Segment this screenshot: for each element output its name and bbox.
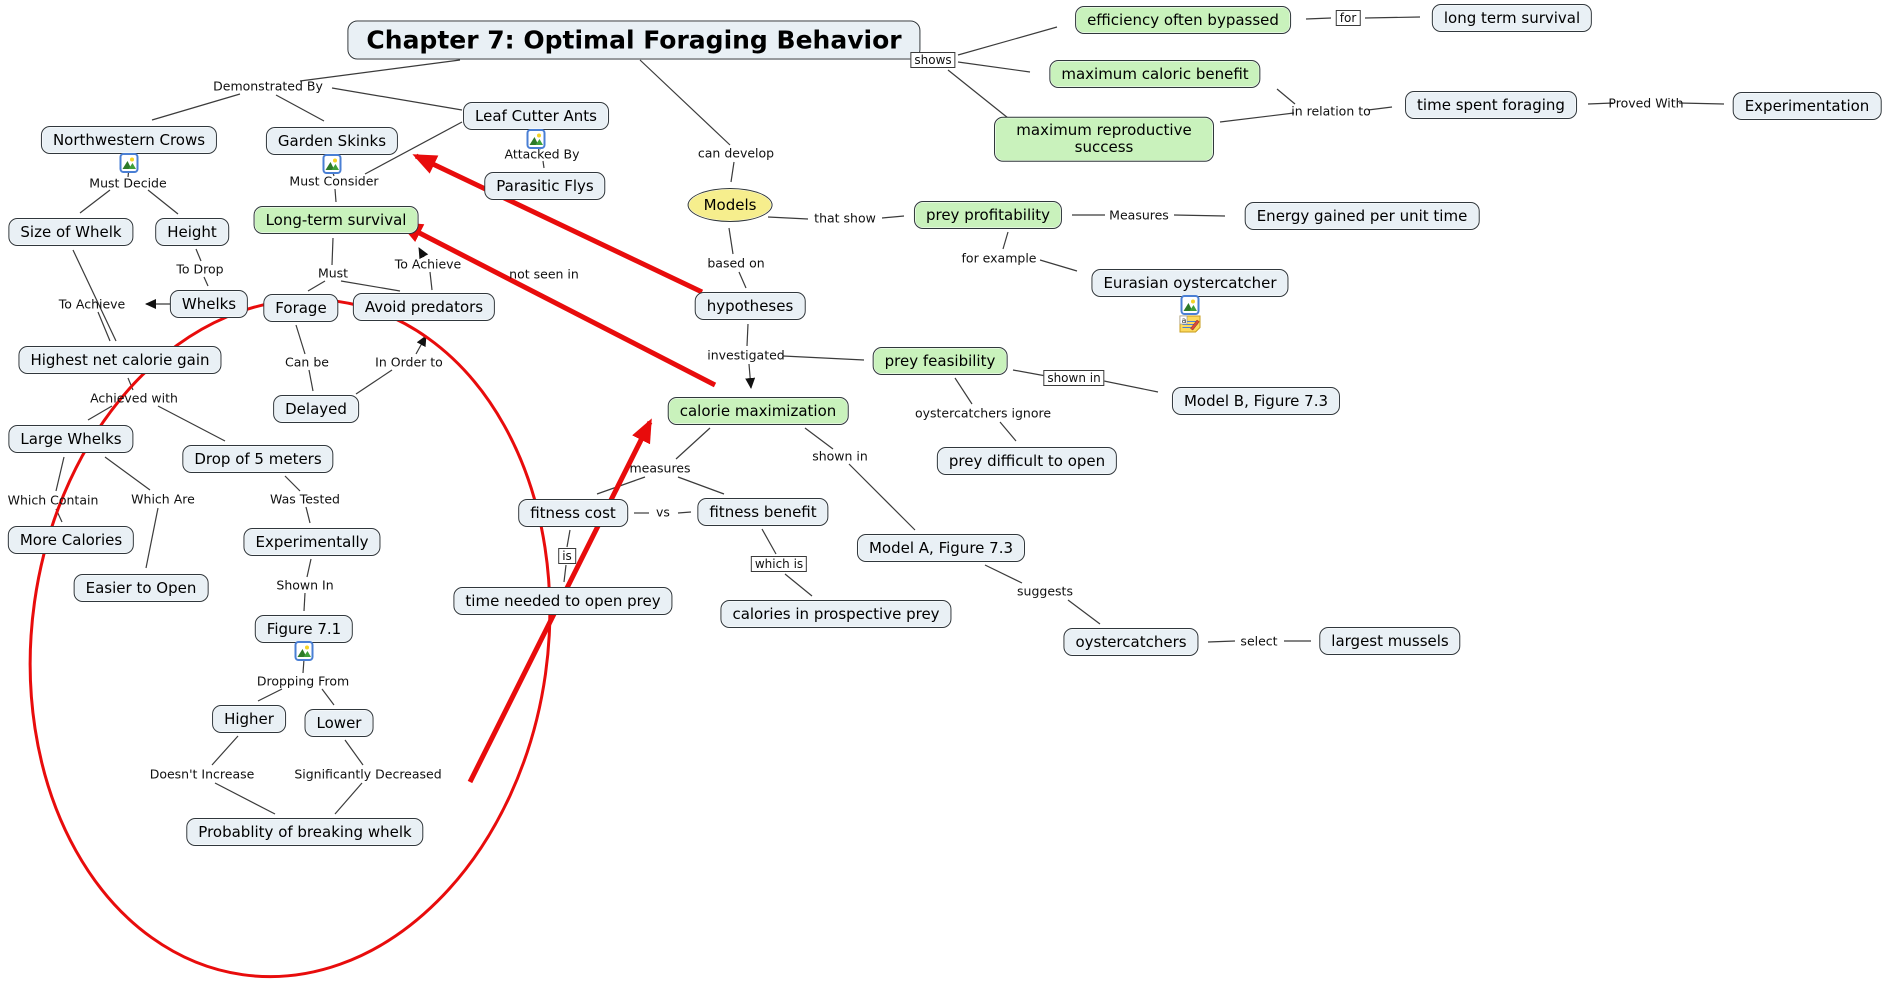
concept-energy-gained-per-unit-time[interactable]: Energy gained per unit time (1244, 202, 1480, 230)
link-label-achieved-with[interactable]: Achieved with (90, 390, 178, 406)
concept-calorie-maximization[interactable]: calorie maximization (667, 397, 849, 425)
image-resource-icon[interactable] (294, 641, 314, 661)
link-label-to-achieve-mid[interactable]: To Achieve (394, 256, 462, 272)
concept-eurasian-oystercatcher[interactable]: Eurasian oystercatcher (1091, 269, 1289, 297)
link-label-for[interactable]: for (1335, 10, 1361, 26)
concept-model-b-figure-7-3[interactable]: Model B, Figure 7.3 (1171, 387, 1341, 415)
link-label-must[interactable]: Must (317, 265, 349, 281)
link-label-oystercatchers-ignore[interactable]: oystercatchers ignore (914, 405, 1052, 421)
concept-easier-to-open[interactable]: Easier to Open (73, 574, 209, 602)
link-label-in-relation-to[interactable]: in relation to (1291, 103, 1371, 119)
concept-fitness-benefit[interactable]: fitness benefit (697, 498, 829, 526)
concept-parasitic-flys[interactable]: Parasitic Flys (484, 172, 606, 200)
link-label-based-on[interactable]: based on (707, 255, 765, 271)
image-resource-icon[interactable] (526, 129, 546, 149)
concept-long-term-survival-right[interactable]: long term survival (1431, 4, 1593, 32)
concept-experimentation[interactable]: Experimentation (1732, 92, 1882, 120)
concept-forage[interactable]: Forage (263, 294, 339, 322)
link-label-shown-in-left[interactable]: Shown In (276, 577, 334, 593)
link-label-is[interactable]: is (558, 548, 576, 564)
image-resource-icon[interactable] (322, 154, 342, 174)
concept-prey-profitability[interactable]: prey profitability (913, 201, 1063, 229)
link-label-to-drop[interactable]: To Drop (176, 261, 224, 277)
link-label-attacked-by[interactable]: Attacked By (504, 146, 580, 162)
concept-whelks[interactable]: Whelks (169, 290, 249, 318)
concept-prey-difficult-to-open[interactable]: prey difficult to open (936, 447, 1118, 475)
concept-efficiency-often-bypassed[interactable]: efficiency often bypassed (1075, 6, 1291, 34)
link-label-which-are[interactable]: Which Are (131, 491, 195, 507)
link-label-in-order-to[interactable]: In Order to (375, 354, 443, 370)
link-label-must-consider[interactable]: Must Consider (289, 173, 379, 189)
link-label-was-tested[interactable]: Was Tested (270, 491, 340, 507)
link-label-which-is[interactable]: which is (750, 556, 808, 572)
concept-oystercatchers[interactable]: oystercatchers (1063, 628, 1199, 656)
link-label-can-be[interactable]: Can be (285, 354, 329, 370)
concept-leaf-cutter-ants[interactable]: Leaf Cutter Ants (463, 102, 609, 130)
concept-model-a-figure-7-3[interactable]: Model A, Figure 7.3 (856, 534, 1026, 562)
link-label-measures-mid[interactable]: measures (629, 460, 691, 476)
link-label-shown-in-boxed[interactable]: shown in (1043, 370, 1105, 386)
concept-map-title[interactable]: Chapter 7: Optimal Foraging Behavior (347, 20, 921, 60)
link-label-not-seen-in[interactable]: not seen in (509, 266, 579, 282)
concept-highest-net-calorie-gain[interactable]: Highest net calorie gain (18, 346, 222, 374)
link-label-proved-with[interactable]: Proved With (1608, 95, 1684, 111)
link-label-to-achieve-left[interactable]: To Achieve (58, 296, 126, 312)
concept-largest-mussels[interactable]: largest mussels (1319, 627, 1461, 655)
concept-hypotheses[interactable]: hypotheses (694, 292, 806, 320)
image-resource-icon[interactable] (119, 153, 139, 173)
link-label-shown-in-mid[interactable]: shown in (812, 448, 868, 464)
link-label-suggests[interactable]: suggests (1017, 583, 1073, 599)
link-label-doesnt-increase[interactable]: Doesn't Increase (149, 766, 255, 782)
concept-northwestern-crows[interactable]: Northwestern Crows (40, 126, 218, 154)
concept-probablity-of-breaking-whelk[interactable]: Probablity of breaking whelk (186, 818, 424, 846)
concept-figure-7-1[interactable]: Figure 7.1 (254, 615, 354, 643)
link-label-which-contain[interactable]: Which Contain (7, 492, 99, 508)
link-label-dropping-from[interactable]: Dropping From (256, 673, 350, 689)
concept-fitness-cost[interactable]: fitness cost (518, 499, 628, 527)
link-label-that-show[interactable]: that show (814, 210, 876, 226)
concept-garden-skinks[interactable]: Garden Skinks (265, 127, 399, 155)
concept-long-term-survival[interactable]: Long-term survival (253, 206, 419, 234)
concept-time-needed-to-open-prey[interactable]: time needed to open prey (453, 587, 673, 615)
red-annotations (28, 153, 717, 979)
concept-lower[interactable]: Lower (304, 709, 374, 737)
link-label-investigated[interactable]: investigated (707, 347, 785, 363)
concept-maximum-caloric-benefit[interactable]: maximum caloric benefit (1049, 60, 1261, 88)
concept-models[interactable]: Models (687, 188, 773, 222)
link-label-significantly-decreased[interactable]: Significantly Decreased (294, 766, 442, 782)
concept-height[interactable]: Height (155, 218, 229, 246)
link-label-for-example[interactable]: for example (961, 250, 1037, 266)
link-label-can-develop[interactable]: can develop (697, 145, 775, 161)
link-label-select[interactable]: select (1240, 633, 1278, 649)
svg-text:a: a (1182, 316, 1187, 325)
concept-higher[interactable]: Higher (212, 705, 286, 733)
link-label-must-decide[interactable]: Must Decide (89, 175, 167, 191)
concept-maximum-reproductive-success[interactable]: maximum reproductive success (994, 116, 1214, 162)
concept-calories-in-prospective-prey[interactable]: calories in prospective prey (720, 600, 952, 628)
concept-size-of-whelk[interactable]: Size of Whelk (8, 218, 134, 246)
link-label-vs[interactable]: vs (656, 504, 670, 520)
concept-prey-feasibility[interactable]: prey feasibility (872, 347, 1008, 375)
concept-drop-of-5-meters[interactable]: Drop of 5 meters (182, 445, 334, 473)
link-label-measures-right[interactable]: Measures (1109, 207, 1169, 223)
concept-delayed[interactable]: Delayed (273, 395, 359, 423)
concept-avoid-predators[interactable]: Avoid predators (352, 293, 496, 321)
link-label-shows[interactable]: shows (910, 52, 956, 68)
concept-time-spent-foraging[interactable]: time spent foraging (1405, 91, 1577, 119)
concept-experimentally[interactable]: Experimentally (243, 528, 381, 556)
concept-large-whelks[interactable]: Large Whelks (8, 425, 134, 453)
annotation-resource-icon[interactable]: a (1179, 315, 1202, 334)
image-resource-icon[interactable] (1180, 295, 1200, 315)
link-label-demonstrated-by[interactable]: Demonstrated By (213, 78, 323, 94)
concept-more-calories[interactable]: More Calories (7, 526, 135, 554)
